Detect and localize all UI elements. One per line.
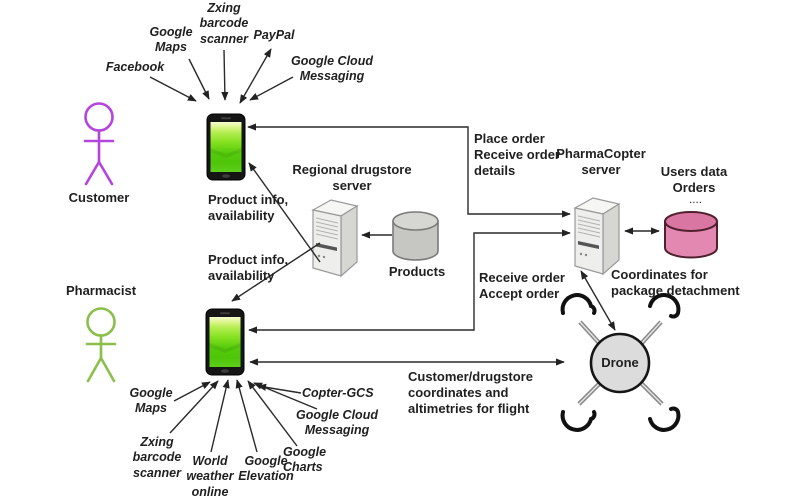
connector-customerphone-pharmacopter xyxy=(247,123,571,218)
google-elevation-label: Google Elevation xyxy=(238,454,294,484)
arrow-weather-to-phone-bottom xyxy=(210,379,230,453)
pharmacopter-server-label: PharmaCopter server xyxy=(556,146,646,177)
arrow-zxing-to-phone-bottom xyxy=(169,380,219,434)
arrow-googlemaps-to-phone-top xyxy=(188,58,210,100)
flight-coordinates-label: Customer/drugstore coordinates and altim… xyxy=(408,369,533,416)
gcm-top-label: Google Cloud Messaging xyxy=(291,54,373,84)
copter-gcs-label: Copter-GCS xyxy=(302,386,374,400)
arrow-server-drone-bidirectional xyxy=(580,270,616,331)
zxing-bottom-label: Zxing barcode scanner xyxy=(132,435,182,480)
google-charts-label: Google Charts xyxy=(283,445,327,475)
paypal-label: PayPal xyxy=(253,28,295,42)
pharmacist-figure-icon xyxy=(85,307,117,383)
facebook-label: Facebook xyxy=(105,60,165,74)
users-db-label: Users data Orders xyxy=(660,164,728,195)
connector-pharmacistphone-pharmacopter xyxy=(248,229,571,334)
users-database-icon xyxy=(664,211,718,259)
arrow-coptergcs-to-phone-bottom xyxy=(257,383,302,394)
drone-label: Drone xyxy=(601,355,639,370)
product-info-bottom-label: Product info, availability xyxy=(208,252,289,283)
arrow-paypal-phone-bidirectional xyxy=(239,48,272,104)
google-maps-top-label: Google Maps xyxy=(149,25,193,55)
pharmacopter-server-icon xyxy=(573,197,621,276)
arrow-elevation-to-phone-bottom xyxy=(235,379,258,453)
product-info-top-label: Product info, availability xyxy=(208,192,289,223)
arrow-charts-to-phone-bottom xyxy=(247,380,298,447)
arrow-facebook-to-phone xyxy=(149,76,197,102)
drone-icon xyxy=(560,293,681,432)
regional-server-label: Regional drugstore server xyxy=(292,162,412,193)
products-database-icon xyxy=(392,211,439,261)
gcm-bottom-label: Google Cloud Messaging xyxy=(296,408,378,438)
place-order-label: Place order Receive order details xyxy=(474,131,560,178)
arrow-googlemaps-to-phone-bottom xyxy=(173,381,211,402)
google-maps-bottom-label: Google Maps xyxy=(129,386,173,416)
users-db-dots: .... xyxy=(689,196,703,205)
arrow-gcm-to-phone-top xyxy=(249,76,294,101)
pharmacist-label: Pharmacist xyxy=(65,283,137,298)
smartphone-customer-icon xyxy=(206,113,246,181)
customer-figure-icon xyxy=(83,102,115,186)
zxing-top-label: Zxing barcode scanner xyxy=(199,1,249,46)
regional-server-icon xyxy=(311,199,359,278)
world-weather-label: World weather online xyxy=(186,454,234,499)
package-detachment-label: Coordinates for package detachment xyxy=(611,267,740,298)
arrow-zxing-to-phone-top xyxy=(221,49,229,101)
products-db-label: Products xyxy=(388,264,446,279)
customer-label: Customer xyxy=(68,190,130,205)
smartphone-pharmacist-icon xyxy=(205,308,245,376)
receive-accept-order-label: Receive order Accept order xyxy=(479,270,565,301)
